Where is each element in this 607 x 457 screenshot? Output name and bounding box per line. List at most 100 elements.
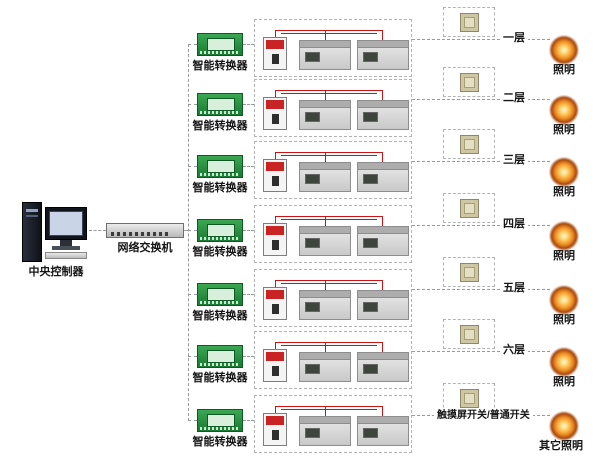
- power-wire: [275, 152, 276, 160]
- smart-converter-board-icon: [197, 345, 243, 368]
- wall-switch-box: [443, 319, 495, 349]
- network-switch-icon: [106, 223, 184, 238]
- power-wire: [275, 280, 383, 281]
- connector-switch-to-trunk: [184, 230, 189, 231]
- power-wire: [275, 216, 276, 224]
- circuit-breaker-icon: [263, 97, 287, 130]
- power-panel-box: [254, 19, 412, 77]
- power-wire: [275, 406, 383, 407]
- light-label: 其它照明: [539, 440, 583, 452]
- power-wire: [281, 219, 377, 220]
- power-wire: [382, 30, 383, 41]
- wall-switch-box: [443, 257, 495, 287]
- lighting-glow-icon: [549, 95, 579, 125]
- relay-module-icon: [299, 100, 351, 130]
- wall-switch-box: [443, 193, 495, 223]
- relay-module-icon: [299, 352, 351, 382]
- power-wire: [382, 90, 383, 101]
- relay-module-icon: [299, 226, 351, 256]
- relay-module-icon: [299, 290, 351, 320]
- lighting-glow-icon: [549, 285, 579, 315]
- power-wire: [275, 30, 276, 38]
- relay-module-icon: [357, 100, 409, 130]
- relay-module-icon: [299, 162, 351, 192]
- connector-converter-to-panel: [243, 356, 254, 357]
- power-panel-box: [254, 331, 412, 389]
- relay-module-icon: [299, 40, 351, 70]
- power-wire: [275, 216, 383, 217]
- converter-label: 智能转换器: [192, 120, 248, 132]
- circuit-breaker-icon: [263, 413, 287, 446]
- wall-switch-panel-icon: [460, 13, 479, 32]
- connector-to-lamp: [412, 161, 550, 162]
- smart-converter-board-icon: [197, 93, 243, 116]
- light-label: 照明: [553, 314, 575, 326]
- zone-label: 五层: [500, 282, 528, 295]
- light-label: 照明: [553, 376, 575, 388]
- power-wire: [325, 152, 326, 163]
- smart-converter-board-icon: [197, 219, 243, 242]
- power-wire: [325, 342, 326, 353]
- wall-switch-box: [443, 129, 495, 159]
- wall-switch-box: [443, 67, 495, 97]
- power-wire: [281, 33, 377, 34]
- monitor-base: [52, 246, 80, 250]
- power-wire: [382, 280, 383, 291]
- wall-switch-panel-icon: [460, 135, 479, 154]
- lighting-glow-icon: [549, 157, 579, 187]
- wall-switch-panel-icon: [460, 325, 479, 344]
- light-label: 照明: [553, 186, 575, 198]
- wall-switch-panel-icon: [460, 263, 479, 282]
- power-wire: [325, 90, 326, 101]
- power-wire: [275, 280, 276, 288]
- converter-label: 智能转换器: [192, 436, 248, 448]
- power-wire: [382, 216, 383, 227]
- lighting-glow-icon: [549, 35, 579, 65]
- converter-label: 智能转换器: [192, 182, 248, 194]
- connector-trunk-to-converter: [188, 294, 197, 295]
- relay-module-icon: [357, 40, 409, 70]
- power-panel-box: [254, 79, 412, 137]
- power-panel-box: [254, 269, 412, 327]
- power-wire: [275, 342, 276, 350]
- wall-switch-panel-icon: [460, 389, 479, 408]
- converter-label: 智能转换器: [192, 60, 248, 72]
- relay-module-icon: [357, 416, 409, 446]
- power-wire: [325, 406, 326, 417]
- power-panel-box: [254, 395, 412, 453]
- light-label: 照明: [553, 64, 575, 76]
- connector-trunk-to-converter: [188, 44, 197, 45]
- power-wire: [325, 216, 326, 227]
- connector-trunk-to-converter: [188, 166, 197, 167]
- relay-module-icon: [357, 162, 409, 192]
- power-wire: [281, 345, 377, 346]
- power-panel-box: [254, 205, 412, 263]
- connector-trunk-to-converter: [188, 230, 197, 231]
- power-wire: [281, 93, 377, 94]
- power-wire: [325, 280, 326, 291]
- wall-switch-panel-icon: [460, 73, 479, 92]
- zone-label: 三层: [500, 154, 528, 167]
- converter-label: 智能转换器: [192, 310, 248, 322]
- connector-to-lamp: [412, 39, 550, 40]
- connector-to-lamp: [412, 351, 550, 352]
- connector-trunk-to-converter: [188, 104, 197, 105]
- connector-trunk-to-converter: [188, 420, 197, 421]
- smart-converter-board-icon: [197, 33, 243, 56]
- power-wire: [325, 30, 326, 41]
- relay-module-icon: [357, 352, 409, 382]
- controller-label: 中央控制器: [28, 266, 84, 278]
- connector-converter-to-panel: [243, 166, 254, 167]
- computer-tower-icon: [22, 202, 42, 262]
- circuit-breaker-icon: [263, 287, 287, 320]
- power-wire: [275, 30, 383, 31]
- power-wire: [275, 90, 276, 98]
- power-wire: [281, 283, 377, 284]
- wall-switch-panel-icon: [460, 199, 479, 218]
- connector-to-lamp: [412, 289, 550, 290]
- light-label: 照明: [553, 124, 575, 136]
- power-panel-box: [254, 141, 412, 199]
- keyboard-icon: [45, 252, 87, 259]
- connector-trunk-to-converter: [188, 356, 197, 357]
